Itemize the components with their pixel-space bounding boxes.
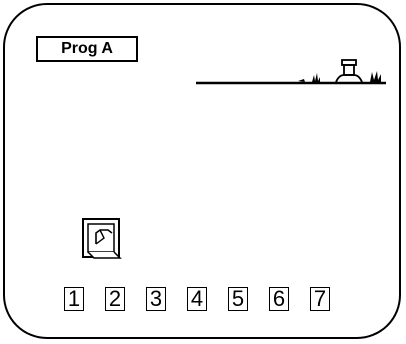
grass-tuft-icon (370, 71, 381, 82)
grass-tuft-icon (312, 73, 320, 82)
lcd-display-frame (3, 3, 401, 339)
day-box-5[interactable]: 5 (228, 287, 248, 311)
day-selector: 1 2 3 4 5 6 7 (64, 287, 351, 311)
program-label: Prog A (36, 36, 138, 62)
day-box-3[interactable]: 3 (146, 287, 166, 311)
day-box-2[interactable]: 2 (105, 287, 125, 311)
day-box-7[interactable]: 7 (310, 287, 330, 311)
pebble-icon (298, 79, 305, 82)
calendar-page-icon (82, 218, 122, 259)
program-label-text: Prog A (61, 40, 113, 57)
sprinkler-scene (196, 59, 386, 85)
sprinkler-head-icon (335, 59, 363, 83)
day-box-1[interactable]: 1 (64, 287, 84, 311)
day-box-4[interactable]: 4 (187, 287, 207, 311)
day-box-6[interactable]: 6 (269, 287, 289, 311)
